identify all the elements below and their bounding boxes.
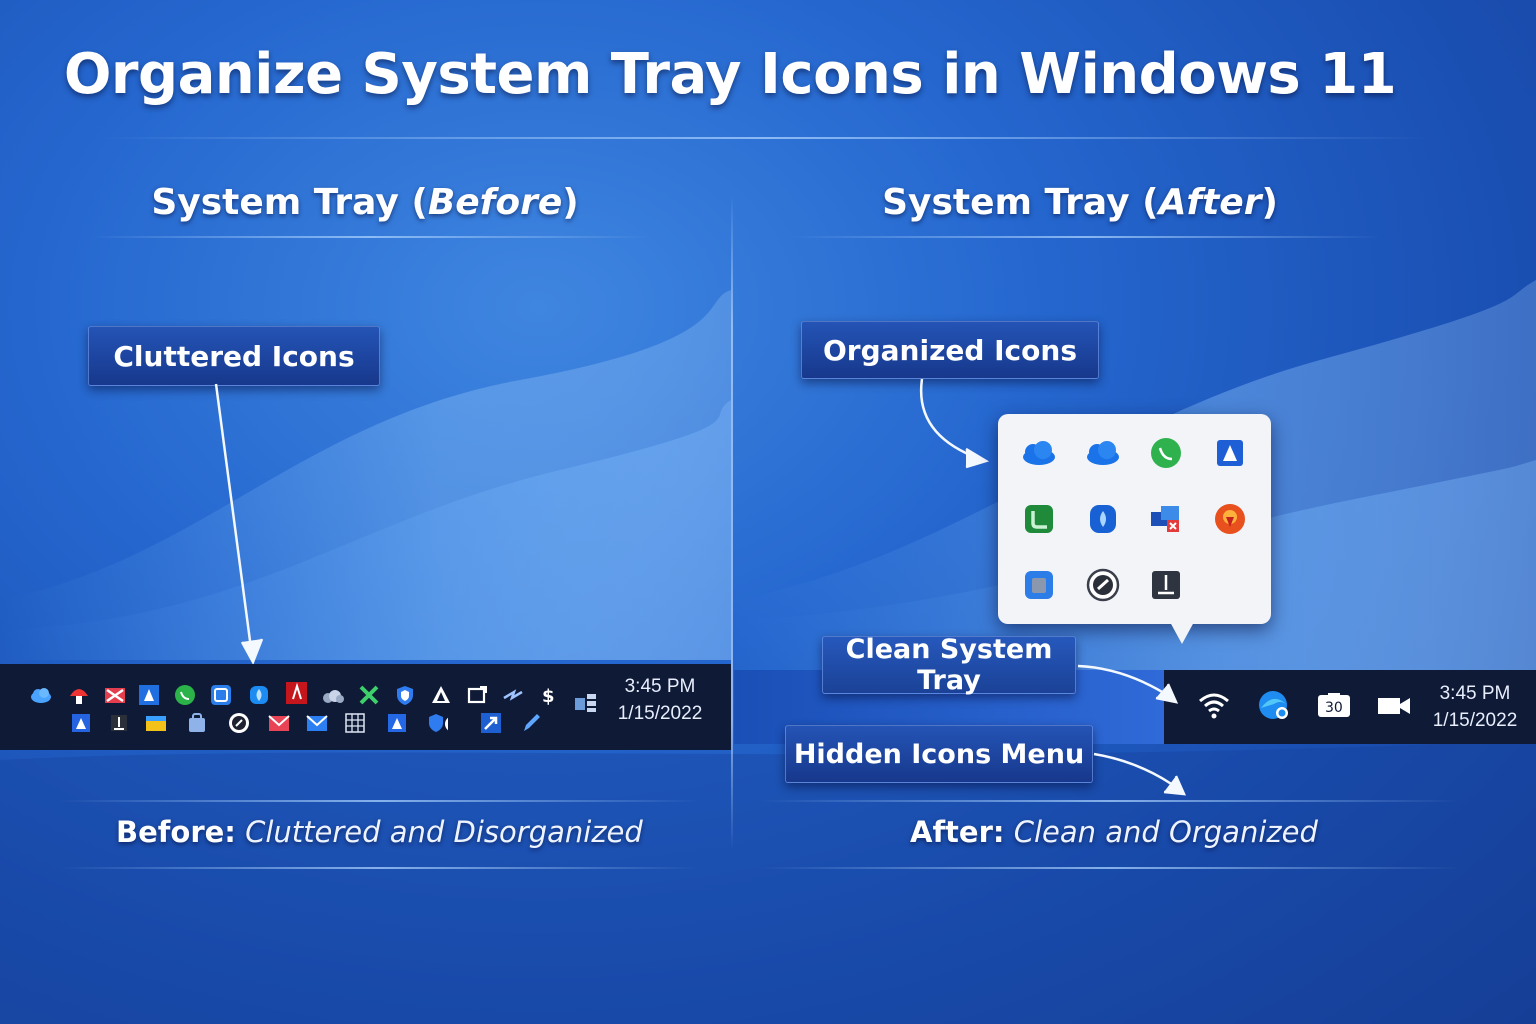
excel-x-icon[interactable] xyxy=(358,684,380,706)
before-heading: System Tray (Before) xyxy=(151,182,579,223)
before-caption-line-bottom xyxy=(60,867,700,869)
hidden-icons-popup[interactable] xyxy=(998,414,1271,624)
red-mail-icon[interactable] xyxy=(268,712,290,734)
onedrive-icon[interactable] xyxy=(1084,434,1122,472)
page-title: Organize System Tray Icons in Windows 11 xyxy=(63,42,1397,107)
blue-a-icon[interactable] xyxy=(1211,434,1249,472)
cluttered-icons-label: Cluttered Icons xyxy=(88,326,380,386)
blue-drop-icon[interactable] xyxy=(1084,500,1122,538)
blue-drop-icon[interactable] xyxy=(248,684,270,706)
after-clock-time: 3:45 PM xyxy=(1439,683,1511,704)
blue-a-icon[interactable] xyxy=(138,684,160,706)
shield-icon[interactable] xyxy=(394,684,416,706)
blue-mail-icon[interactable] xyxy=(306,712,328,734)
hidden-icons-menu-label: Hidden Icons Menu xyxy=(785,725,1093,783)
battery-badge-text: 30 xyxy=(1325,700,1343,716)
whatsapp-icon[interactable] xyxy=(174,684,196,706)
camera-icon[interactable] xyxy=(1376,688,1412,724)
before-clock-date: 1/15/2022 xyxy=(617,703,703,724)
onedrive-icon[interactable] xyxy=(1020,434,1058,472)
after-caption: After: Clean and Organized xyxy=(910,815,1318,849)
grid-icon[interactable] xyxy=(344,712,366,734)
shield-badge-icon[interactable] xyxy=(426,712,448,734)
before-caption-line-top xyxy=(60,800,700,802)
blue-bag-icon[interactable] xyxy=(1020,566,1058,604)
before-clock-time: 3:45 PM xyxy=(624,676,696,697)
after-heading: System Tray (After) xyxy=(882,182,1278,223)
pen-icon[interactable] xyxy=(520,712,542,734)
svg-text:$: $ xyxy=(542,686,555,706)
before-caption: Before: Cluttered and Disorganized xyxy=(116,815,643,849)
bag-icon[interactable] xyxy=(186,712,208,734)
after-taskbar: 30 3:45 PM 1/15/2022 xyxy=(1164,670,1536,744)
dark-app-icon[interactable] xyxy=(108,712,130,734)
after-heading-underline xyxy=(790,236,1380,238)
close-mail-icon[interactable] xyxy=(104,684,126,706)
blue-a-icon[interactable] xyxy=(386,712,408,734)
cloud-icon[interactable] xyxy=(30,684,52,706)
hidden-menu-arrow xyxy=(1093,752,1187,796)
before-taskbar: $ 3:45 PM 1/15/2022 xyxy=(0,664,731,750)
after-clock[interactable]: 3:45 PM 1/15/2022 xyxy=(1416,680,1534,734)
download-icon[interactable] xyxy=(1147,566,1185,604)
steam-icon[interactable] xyxy=(228,712,250,734)
yellow-folder-icon[interactable] xyxy=(145,712,167,734)
triangle-a-icon[interactable] xyxy=(430,684,452,706)
cloud-group-icon[interactable] xyxy=(322,684,344,706)
after-caption-line-bottom xyxy=(760,867,1460,869)
wifi-icon[interactable] xyxy=(1196,688,1232,724)
before-heading-underline xyxy=(90,236,650,238)
edge-icon[interactable] xyxy=(1256,687,1292,723)
window-icon[interactable] xyxy=(466,684,488,706)
blue-square-icon[interactable] xyxy=(210,684,232,706)
section-divider xyxy=(731,195,733,850)
after-caption-line-top xyxy=(760,800,1460,802)
red-mushroom-icon[interactable] xyxy=(68,684,90,706)
organized-arrow xyxy=(919,378,990,469)
network-alert-icon[interactable] xyxy=(1147,500,1185,538)
organized-icons-label: Organized Icons xyxy=(801,321,1099,379)
before-clock[interactable]: 3:45 PM 1/15/2022 xyxy=(600,673,720,727)
steam-icon[interactable] xyxy=(1084,566,1122,604)
clean-tray-arrow xyxy=(1077,664,1179,704)
red-shield-icon[interactable] xyxy=(1211,500,1249,538)
after-clock-date: 1/15/2022 xyxy=(1432,710,1518,731)
whatsapp-icon[interactable] xyxy=(1147,434,1185,472)
blue-a-icon[interactable] xyxy=(70,712,92,734)
before-arrow xyxy=(214,383,264,665)
battery-icon[interactable]: 30 xyxy=(1316,688,1352,724)
arrow-up-icon[interactable] xyxy=(480,712,502,734)
phone-link-icon[interactable] xyxy=(1020,500,1058,538)
clean-system-tray-label: Clean System Tray xyxy=(822,634,1076,696)
dollar-icon[interactable]: $ xyxy=(537,684,559,706)
pdf-icon[interactable] xyxy=(285,682,307,704)
network-icon[interactable] xyxy=(574,692,596,714)
title-divider xyxy=(100,137,1430,139)
popup-pointer xyxy=(1170,622,1194,644)
arrow-icon[interactable] xyxy=(502,684,524,706)
